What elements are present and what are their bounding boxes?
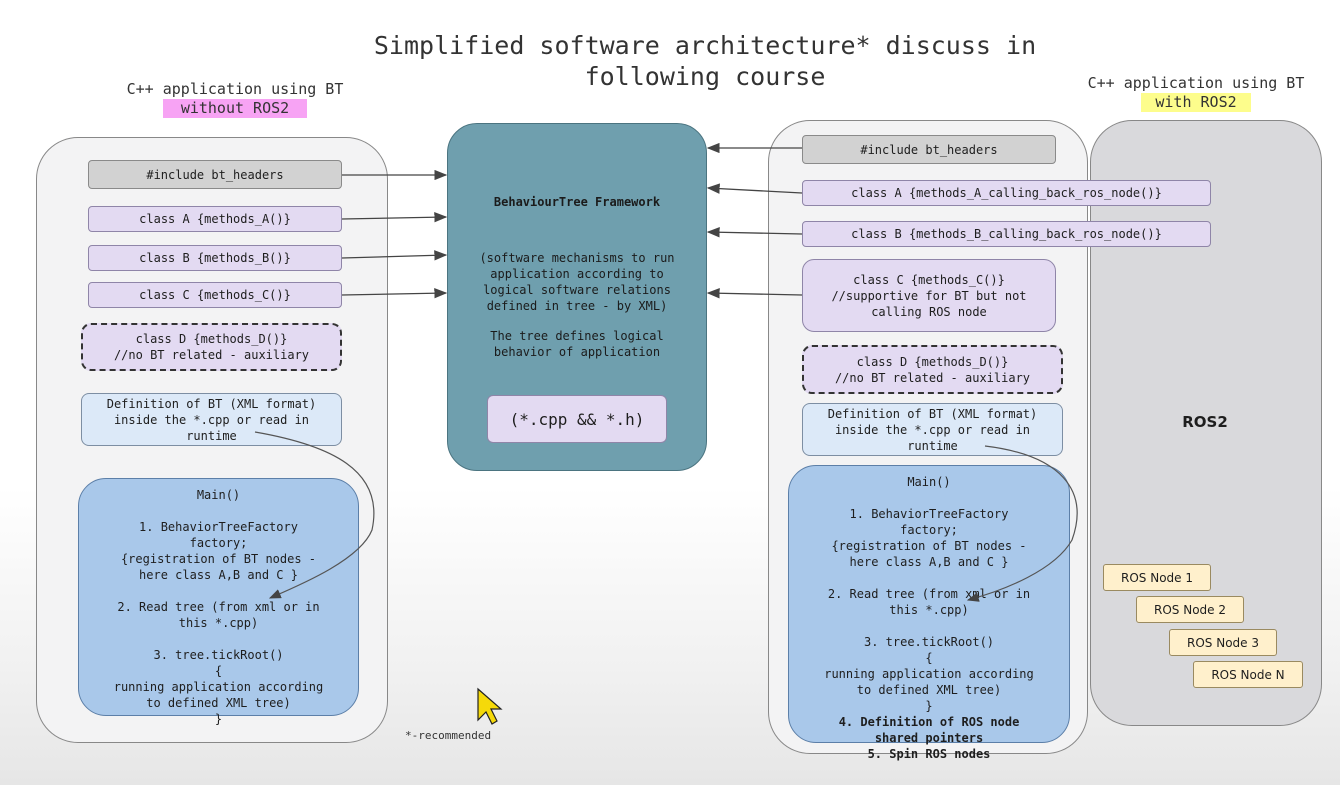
arrow-left-class-b bbox=[342, 255, 446, 258]
arrow-right-class-b bbox=[708, 232, 802, 234]
curve-right-definition-to-read-tree bbox=[968, 446, 1077, 600]
arrow-left-class-a bbox=[342, 217, 446, 219]
curve-left-definition-to-read-tree bbox=[255, 432, 374, 598]
arrow-right-class-a bbox=[708, 188, 802, 193]
cursor-icon bbox=[478, 689, 501, 724]
arrow-right-class-c bbox=[708, 293, 802, 295]
arrow-left-class-c bbox=[342, 293, 446, 295]
